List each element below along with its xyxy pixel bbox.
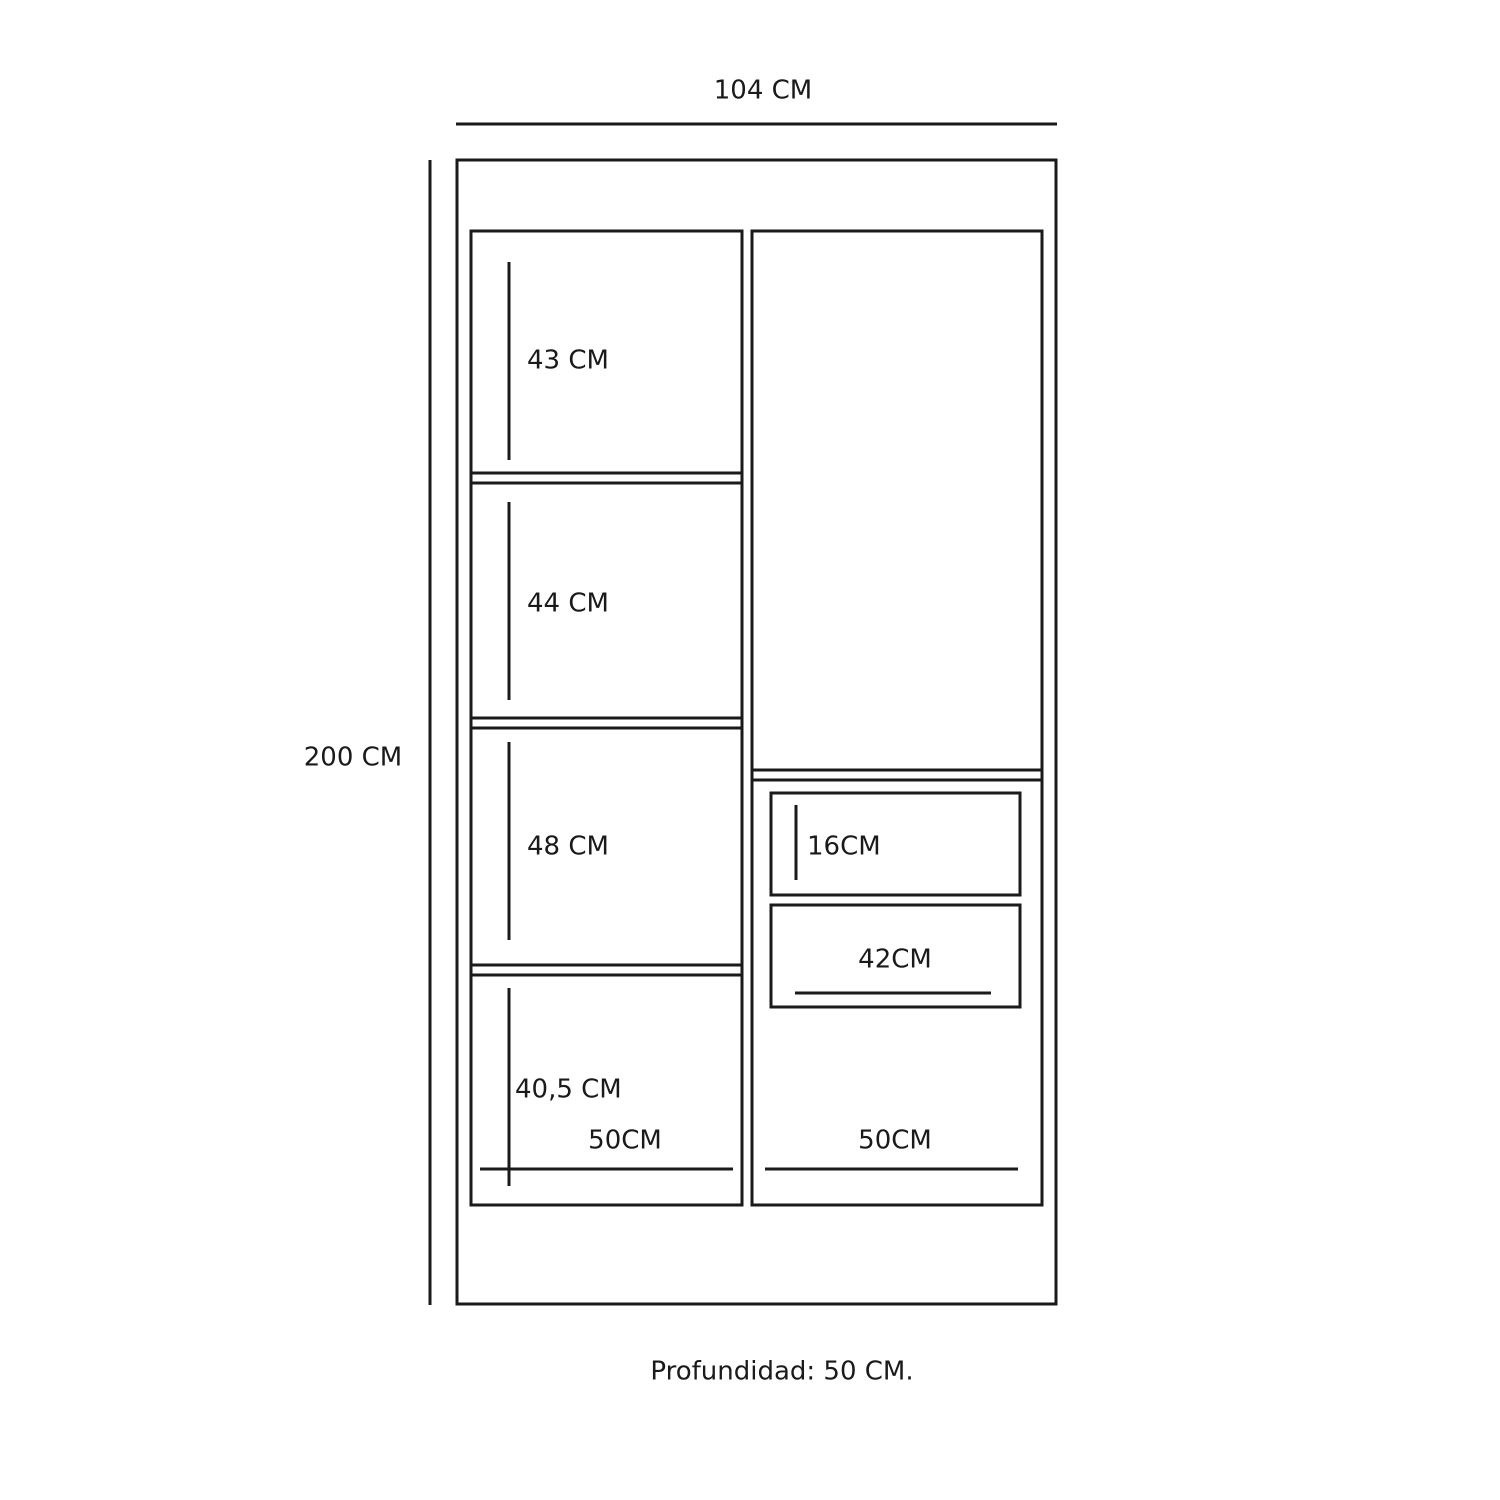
left-shelves (471, 471, 742, 977)
wardrobe-outer-frame (455, 158, 1058, 1306)
drawer-height-label: 16CM (807, 832, 881, 862)
right-width-label: 50CM (858, 1126, 932, 1156)
compartment-3-label: 48 CM (527, 832, 609, 862)
drawer-2 (769, 903, 1022, 1009)
depth-label: Profundidad: 50 CM. (650, 1357, 913, 1387)
compartment-dimension-lines (480, 262, 1018, 1186)
drawer-1 (769, 791, 1022, 897)
height-label: 200 CM (304, 743, 402, 773)
compartment-1-label: 43 CM (527, 346, 609, 376)
compartment-4-label: 40,5 CM (515, 1075, 622, 1105)
right-shelf (752, 768, 1042, 782)
right-column (750, 229, 1044, 1207)
drawer-width-label: 42CM (858, 945, 932, 975)
width-label: 104 CM (714, 76, 812, 106)
left-width-label: 50CM (588, 1126, 662, 1156)
compartment-2-label: 44 CM (527, 589, 609, 619)
